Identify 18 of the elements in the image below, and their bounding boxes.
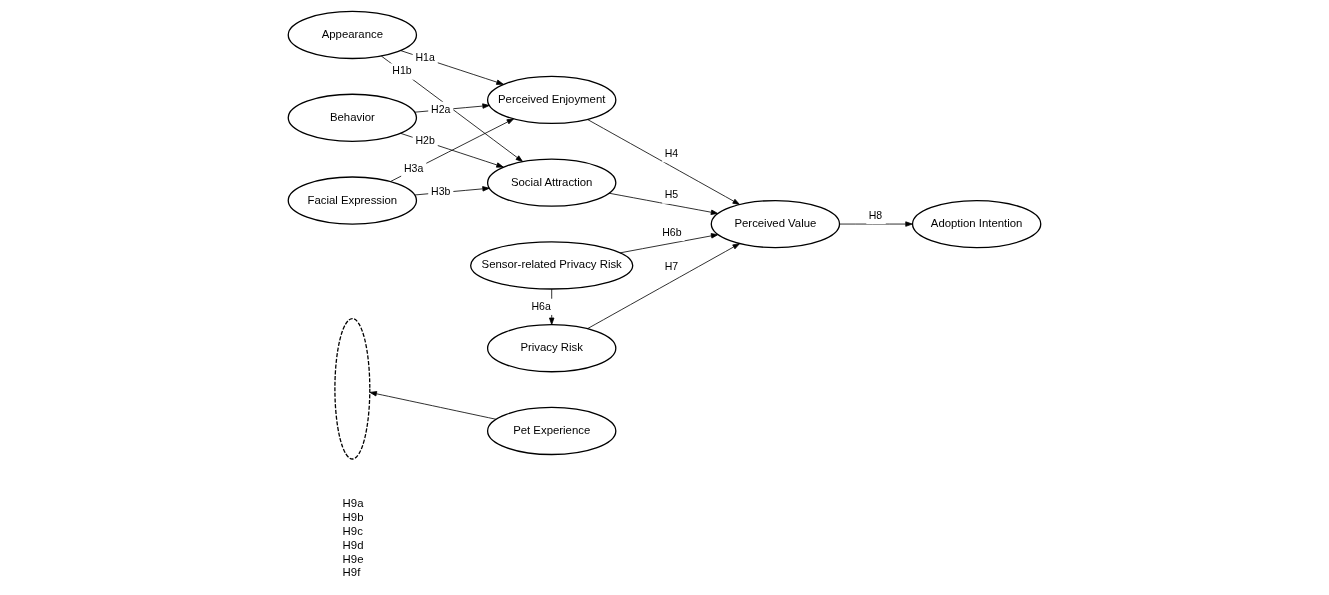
label: H9d	[342, 538, 364, 551]
edge-label: H2a	[431, 102, 451, 115]
edge-label: H6b	[662, 225, 682, 238]
edge-label: H6a	[531, 299, 551, 312]
label: H9f	[342, 566, 361, 579]
edge-label: H3b	[431, 185, 451, 198]
label: H9b	[342, 511, 364, 524]
edge-label: H4	[664, 147, 679, 160]
label: H9a	[342, 497, 364, 510]
edge-label: H1a	[415, 51, 435, 64]
edge-label: H1b	[392, 64, 412, 77]
edge-label: H3a	[403, 162, 424, 175]
edge-label: H5	[664, 188, 679, 201]
edge-label: H8	[868, 208, 883, 221]
edge-label: H7	[664, 259, 679, 272]
label: H9c	[342, 525, 363, 538]
edge-label: H2b	[415, 134, 435, 147]
label: H9e	[342, 552, 364, 565]
